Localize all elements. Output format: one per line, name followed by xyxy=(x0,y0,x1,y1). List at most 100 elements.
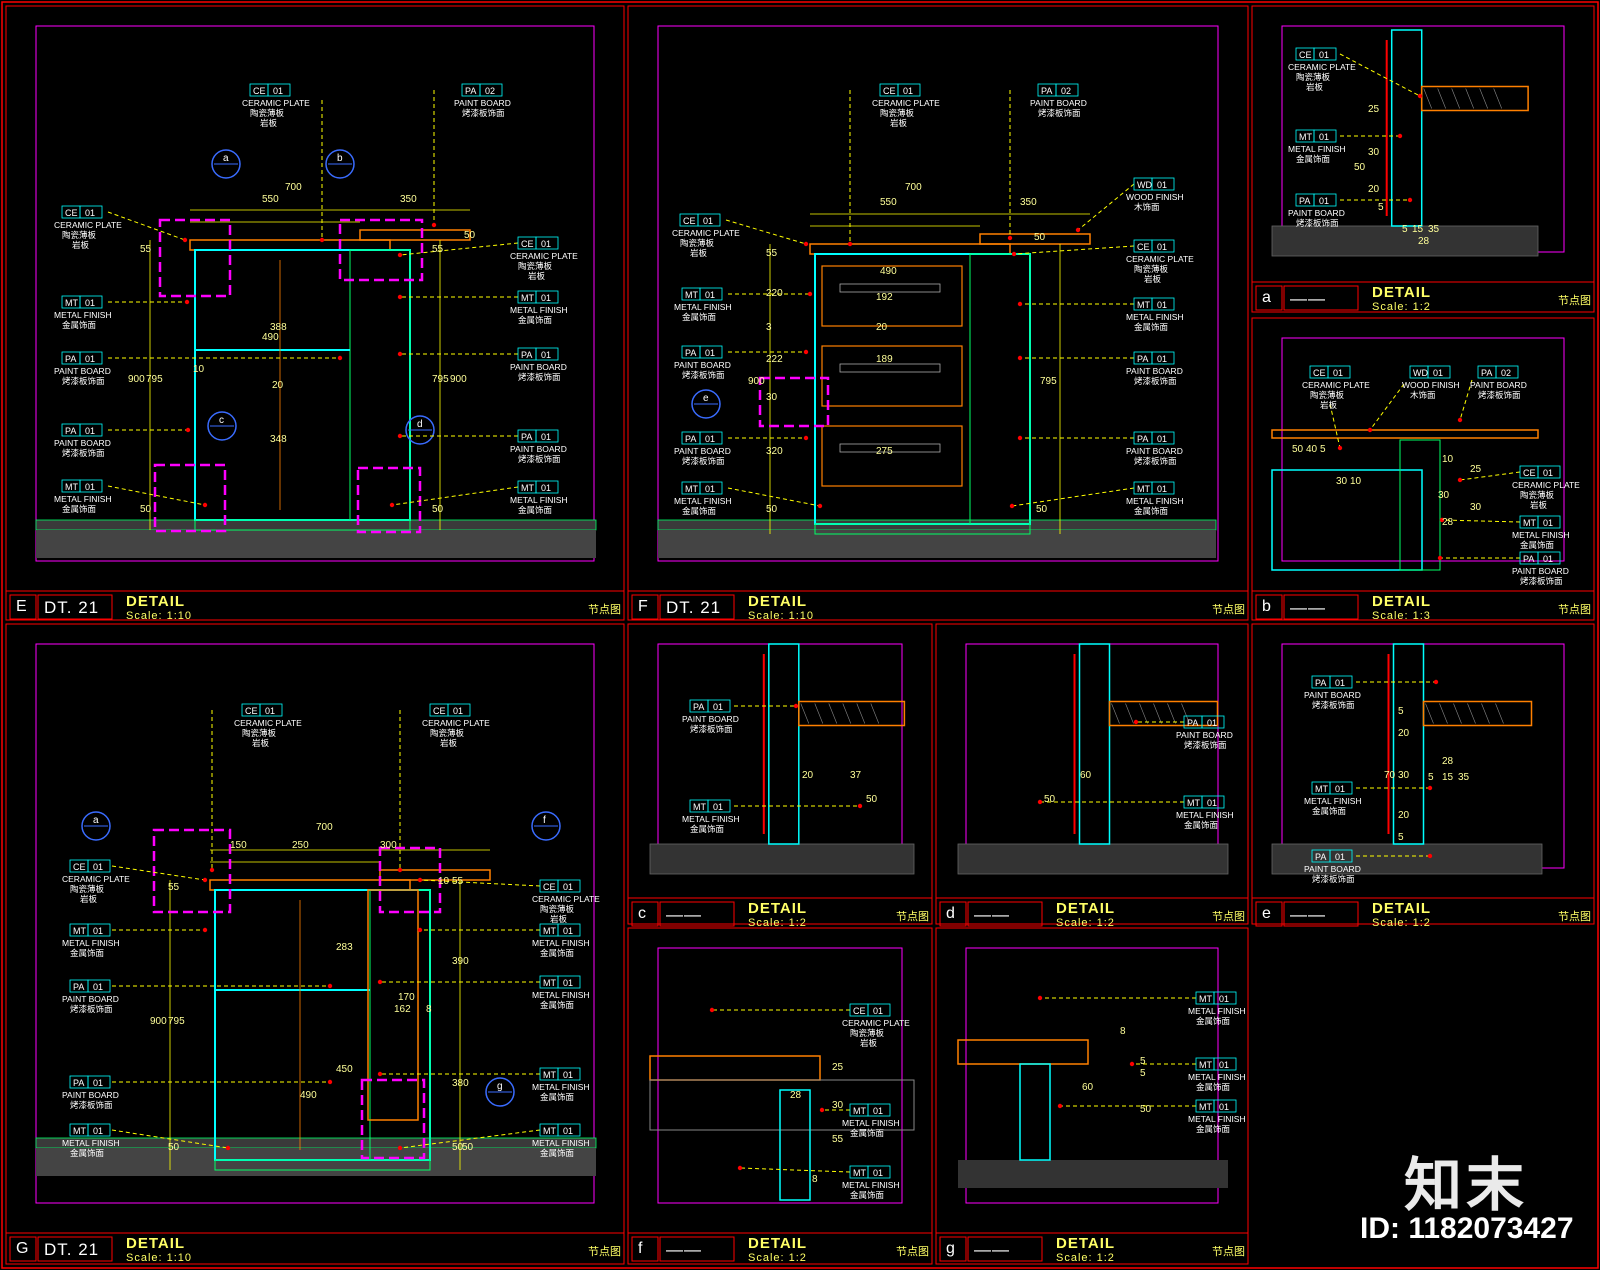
dim-label: 8 xyxy=(426,1004,432,1015)
callout-num: 01 xyxy=(273,86,283,96)
callout-num: 01 xyxy=(903,86,913,96)
callout-cn2: 岩板 xyxy=(260,118,278,128)
section-floor xyxy=(1271,225,1539,257)
callout-en: METAL FINISH xyxy=(1288,144,1346,154)
leader-dot xyxy=(737,1165,743,1171)
callout-num: 01 xyxy=(265,706,275,716)
panel-tag: E xyxy=(16,598,27,615)
panel-tag: f xyxy=(638,1240,643,1257)
dim-label: 28 xyxy=(1442,756,1454,767)
callout-num: 01 xyxy=(1543,468,1553,478)
drawer-handle xyxy=(839,283,941,293)
leader-dot xyxy=(1017,301,1023,307)
dim-label: 50 xyxy=(866,794,878,805)
callout-num-box xyxy=(87,859,111,873)
callout-cn: 烤漆板饰面 xyxy=(1296,218,1339,228)
callout-num: 01 xyxy=(85,426,95,436)
callout-en: PAINT BOARD xyxy=(674,446,731,456)
section-bubble-letter: c xyxy=(219,415,224,426)
floor-finish xyxy=(35,1137,597,1149)
callout-cn: 陶瓷薄板 xyxy=(1520,490,1555,500)
callout-num-box xyxy=(867,1103,891,1117)
panel-frame xyxy=(627,927,933,1265)
leader-line xyxy=(111,1129,229,1149)
dim-label: 170 xyxy=(398,992,415,1003)
side-panel xyxy=(367,889,419,1121)
dt-box xyxy=(659,594,735,620)
callout-num-box xyxy=(699,287,723,301)
hatch xyxy=(1479,88,1488,109)
callout-num: 01 xyxy=(705,434,715,444)
callout-code: MT xyxy=(521,293,534,303)
section-board xyxy=(1420,85,1529,112)
callout-en: METAL FINISH xyxy=(1512,530,1570,540)
callout-code: MT xyxy=(853,1106,866,1116)
callout-cn: 陶瓷薄板 xyxy=(250,108,285,118)
callout-num: 01 xyxy=(453,706,463,716)
leader-dot xyxy=(327,1079,333,1085)
tag-box xyxy=(1255,901,1283,927)
leader-dot xyxy=(397,351,403,357)
section-bubble-letter: a xyxy=(93,815,99,826)
dt-box xyxy=(1283,594,1359,620)
callout-cn2: 岩板 xyxy=(252,738,270,748)
callout-num: 01 xyxy=(93,862,103,872)
leader-dot xyxy=(1407,197,1413,203)
callout-en: PAINT BOARD xyxy=(674,360,731,370)
panel-tag: d xyxy=(946,905,955,922)
panel-frame xyxy=(935,927,1249,1265)
callout-en: METAL FINISH xyxy=(510,495,568,505)
callout-en: PAINT BOARD xyxy=(1304,690,1361,700)
tag-box xyxy=(1255,594,1283,620)
callout-en: METAL FINISH xyxy=(1188,1072,1246,1082)
section-profile xyxy=(768,643,800,845)
callout-num-box xyxy=(79,423,103,437)
hatch xyxy=(1167,703,1176,724)
detail-callout-box xyxy=(152,828,232,914)
panel-dt: DT. 21 xyxy=(666,598,722,617)
dim-label: 5 xyxy=(1398,832,1404,843)
panel-dt: —— xyxy=(666,1240,702,1259)
dim-label: 20 xyxy=(1368,184,1380,195)
panel-scale: Scale: 1:10 xyxy=(748,610,815,622)
section-board xyxy=(1271,429,1539,439)
callout-cn2: 岩板 xyxy=(72,240,90,250)
callout-num-box xyxy=(535,290,559,304)
leader-line xyxy=(1441,519,1521,523)
callout-num-box xyxy=(1537,465,1561,479)
callout-code: MT xyxy=(543,1126,556,1136)
callout-cn: 陶瓷薄板 xyxy=(680,238,715,248)
callout-num-box xyxy=(557,1123,581,1137)
leader-dot xyxy=(1037,799,1043,805)
callout-code: CE xyxy=(543,882,556,892)
callout-num: 01 xyxy=(1157,300,1167,310)
callout-cn: 木饰面 xyxy=(1410,390,1436,400)
callout-num: 01 xyxy=(1333,368,1343,378)
callout-num: 01 xyxy=(713,802,723,812)
callout-num: 01 xyxy=(93,982,103,992)
callout-num: 01 xyxy=(703,216,713,226)
callout-en: METAL FINISH xyxy=(1304,796,1362,806)
leader-dot xyxy=(709,1007,715,1013)
callout-code: CE xyxy=(1299,50,1312,60)
leader-dot xyxy=(803,241,809,247)
callout-cn: 金属饰面 xyxy=(540,1148,575,1158)
callout-num-box xyxy=(1313,193,1337,207)
callout-code: MT xyxy=(73,926,86,936)
callout-num-box xyxy=(867,1003,891,1017)
callout-code: PA xyxy=(521,350,532,360)
callout-cn: 金属饰面 xyxy=(518,315,553,325)
callout-cn2: 岩板 xyxy=(690,248,708,258)
leader-dot xyxy=(1433,679,1439,685)
dim-label: 220 xyxy=(766,288,783,299)
callout-num-box xyxy=(1151,239,1175,253)
callout-cn: 金属饰面 xyxy=(1196,1124,1231,1134)
countertop-raised xyxy=(979,233,1091,245)
